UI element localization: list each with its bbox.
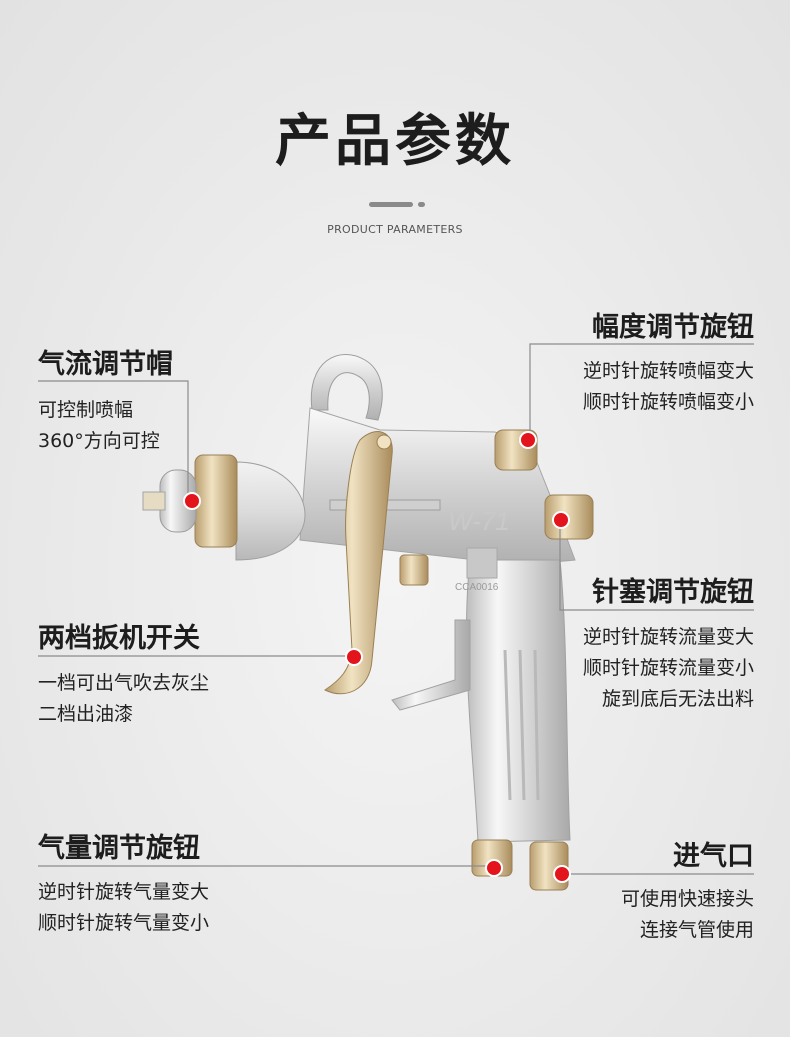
gun-model-text: W-71 xyxy=(448,506,510,536)
callout-needle-line: 逆时针旋转流量变大 xyxy=(582,626,754,648)
callout-needle-line: 旋到底后无法出料 xyxy=(601,688,754,710)
callout-trigger-line: 一档可出气吹去灰尘 xyxy=(38,672,210,694)
callout-air-line: 逆时针旋转气量变大 xyxy=(38,881,210,903)
callout-trigger-desc: 一档可出气吹去灰尘 二档出油漆 xyxy=(38,668,209,730)
gun-code-text: CCA0016 xyxy=(455,582,499,593)
page-title: 产品参数 xyxy=(275,109,515,174)
callout-width-line: 顺时针旋转喷幅变小 xyxy=(582,391,754,413)
callout-needle-title: 针塞调节旋钮 xyxy=(592,577,754,608)
callout-needle-line: 顺时针旋转流量变小 xyxy=(582,657,754,679)
callout-width-line: 逆时针旋转喷幅变大 xyxy=(582,360,754,382)
callout-inlet-line: 连接气管使用 xyxy=(639,919,754,941)
title-divider-dot xyxy=(418,202,425,207)
callout-width-desc: 逆时针旋转喷幅变大 顺时针旋转喷幅变小 xyxy=(583,356,754,418)
callout-inlet-desc: 可使用快速接头 连接气管使用 xyxy=(621,884,754,946)
callout-cap-desc: 可控制喷幅 360°方向可控 xyxy=(38,395,160,457)
callout-air-desc: 逆时针旋转气量变大 顺时针旋转气量变小 xyxy=(38,877,209,939)
callout-needle-desc: 逆时针旋转流量变大 顺时针旋转流量变小 旋到底后无法出料 xyxy=(583,622,754,715)
callout-inlet-title: 进气口 xyxy=(673,841,754,872)
page-subtitle: PRODUCT PARAMETERS xyxy=(327,223,463,236)
callout-inlet-line: 可使用快速接头 xyxy=(620,888,754,910)
callout-cap-line: 360°方向可控 xyxy=(38,430,160,452)
callout-width-title: 幅度调节旋钮 xyxy=(592,312,754,343)
callout-trigger-line: 二档出油漆 xyxy=(38,703,134,725)
callout-air-line: 顺时针旋转气量变小 xyxy=(38,912,210,934)
callout-cap-title: 气流调节帽 xyxy=(38,349,173,380)
callout-trigger-title: 两档扳机开关 xyxy=(38,623,200,654)
callout-air-title: 气量调节旋钮 xyxy=(38,833,200,864)
title-divider xyxy=(369,202,413,207)
callout-cap-line: 可控制喷幅 xyxy=(38,399,134,421)
